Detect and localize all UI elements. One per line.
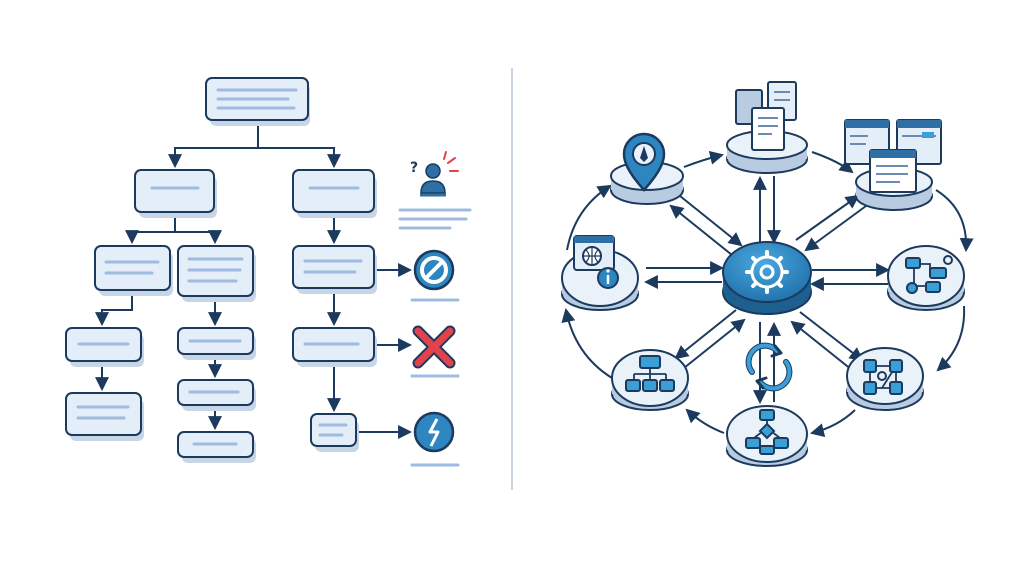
spoke-hub-topleft-b (679, 195, 743, 247)
hub-node (722, 241, 812, 315)
spoke-hub-bottomright-b (790, 320, 853, 371)
flow-node-root (205, 77, 310, 126)
location-pin-icon (622, 132, 666, 192)
ring-connectors (561, 150, 974, 438)
connector-a1-a11 (95, 290, 133, 327)
web-info-icon (573, 235, 619, 289)
connector-root-b (258, 147, 341, 169)
svg-text:?: ? (410, 160, 418, 176)
ring-edge-bottomleft-left (561, 307, 613, 379)
ring-edge-left-topleft (566, 184, 612, 251)
flow-node-a22 (177, 379, 256, 411)
connector-root-a (168, 120, 259, 169)
cross-icon (412, 325, 456, 369)
flow-node-a (134, 169, 217, 218)
ring-edge-topright-right (935, 189, 974, 253)
hierarchy-icon (625, 355, 675, 392)
blocked-icon (413, 249, 455, 291)
ring-edge-bottom-bottomleft (685, 408, 725, 434)
right-network (561, 81, 974, 467)
user-question-icon: ? (410, 151, 459, 197)
spoke-hub-bottomright-a (799, 311, 864, 362)
flow-node-b2 (292, 327, 377, 367)
network-graph-icon (863, 359, 903, 395)
flow-node-a1 (94, 245, 173, 296)
flow-node-a23 (177, 431, 256, 463)
connector-a-a2 (175, 230, 222, 245)
spoke-hub-bottomleft-b (683, 318, 746, 369)
left-flowchart: ? (65, 77, 472, 467)
flow-node-b (292, 169, 377, 218)
flowchart-nodes (65, 77, 377, 463)
flow-node-b3 (310, 413, 359, 452)
flow-node-a21 (177, 327, 256, 360)
spoke-connectors (643, 175, 891, 405)
ring-edge-right-bottomright (936, 305, 966, 372)
flow-node-a2 (177, 245, 256, 302)
decision-tree-icon (745, 409, 789, 455)
flowchart-icon (905, 255, 953, 294)
spoke-hub-bottomleft-a (674, 309, 737, 360)
ring-edge-bottomright-bottom (809, 409, 856, 438)
satellite-right (887, 245, 965, 311)
windows-icon (844, 119, 942, 193)
broken-link-icon (413, 411, 455, 453)
sync-arrows-icon (745, 342, 793, 392)
flow-node-b1 (292, 245, 377, 294)
flow-node-a11 (65, 327, 144, 367)
spoke-hub-topright-b (804, 205, 867, 252)
connector-a-a1 (125, 213, 176, 245)
ring-edge-topleft-top (683, 150, 725, 168)
ring-edge-top-topright (811, 151, 854, 174)
spoke-hub-topright-a (795, 194, 860, 241)
documents-icon (735, 81, 797, 151)
gear-icon (745, 250, 789, 294)
flow-node-a12 (65, 392, 144, 441)
placeholder-lines-question (398, 208, 472, 230)
spoke-hub-topleft-a (669, 204, 733, 256)
